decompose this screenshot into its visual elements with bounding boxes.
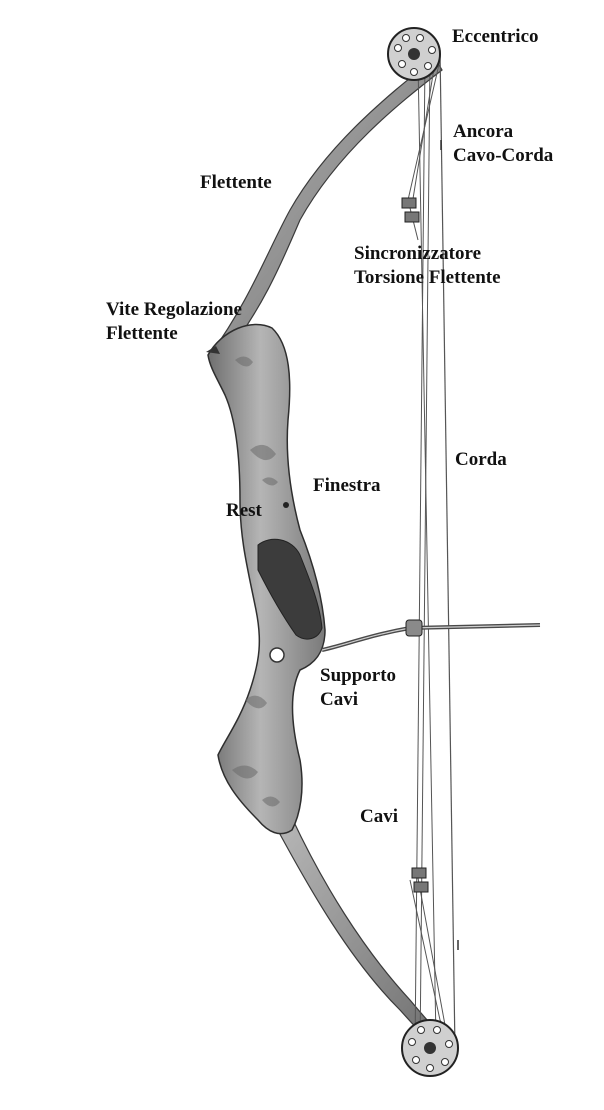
label-rest: Rest (226, 499, 262, 523)
label-sincronizzatore: Sincronizzatore Torsione Flettente (354, 242, 501, 290)
label-cavi-text: Cavi (360, 806, 398, 827)
label-cavi: Cavi (360, 805, 398, 829)
label-flettente-text: Flettente (200, 172, 272, 193)
top-cam-eccentric (387, 27, 441, 81)
limb-bolt (206, 346, 220, 354)
label-eccentrico: Eccentrico (452, 25, 539, 49)
label-flettente: Flettente (200, 171, 272, 195)
cable-guard (321, 623, 541, 652)
rest-dot (283, 502, 289, 508)
cable-guard-slide (405, 619, 423, 637)
label-vite-line1: Vite Regolazione (106, 299, 242, 320)
label-finestra-text: Finestra (313, 475, 381, 496)
label-supporto-cavi: Supporto Cavi (320, 664, 396, 712)
label-rest-text: Rest (226, 500, 262, 521)
label-sincronizzatore-line2: Torsione Flettente (354, 267, 501, 288)
bushing (269, 647, 285, 663)
lower-synchronizer (411, 867, 429, 893)
label-ancora-line1: Ancora (453, 121, 514, 142)
label-vite-regolazione: Vite Regolazione Flettente (106, 298, 242, 346)
label-supporto-line1: Supporto (320, 665, 397, 686)
upper-limb (209, 57, 443, 361)
label-supporto-line2: Cavi (320, 689, 358, 710)
label-vite-line2: Flettente (106, 323, 178, 344)
label-sincronizzatore-line1: Sincronizzatore (354, 243, 481, 264)
label-finestra: Finestra (313, 474, 381, 498)
grip (257, 538, 323, 640)
label-ancora-line2: Cavo-Corda (453, 145, 554, 166)
label-eccentrico-text: Eccentrico (452, 26, 539, 47)
label-corda: Corda (455, 448, 507, 472)
cable-string-anchor (440, 140, 459, 950)
upper-synchronizer (401, 197, 420, 223)
bottom-cam-eccentric (401, 1019, 459, 1077)
bow-string (439, 49, 456, 1051)
label-ancora: Ancora Cavo-Corda (453, 120, 553, 168)
label-corda-text: Corda (455, 449, 507, 470)
